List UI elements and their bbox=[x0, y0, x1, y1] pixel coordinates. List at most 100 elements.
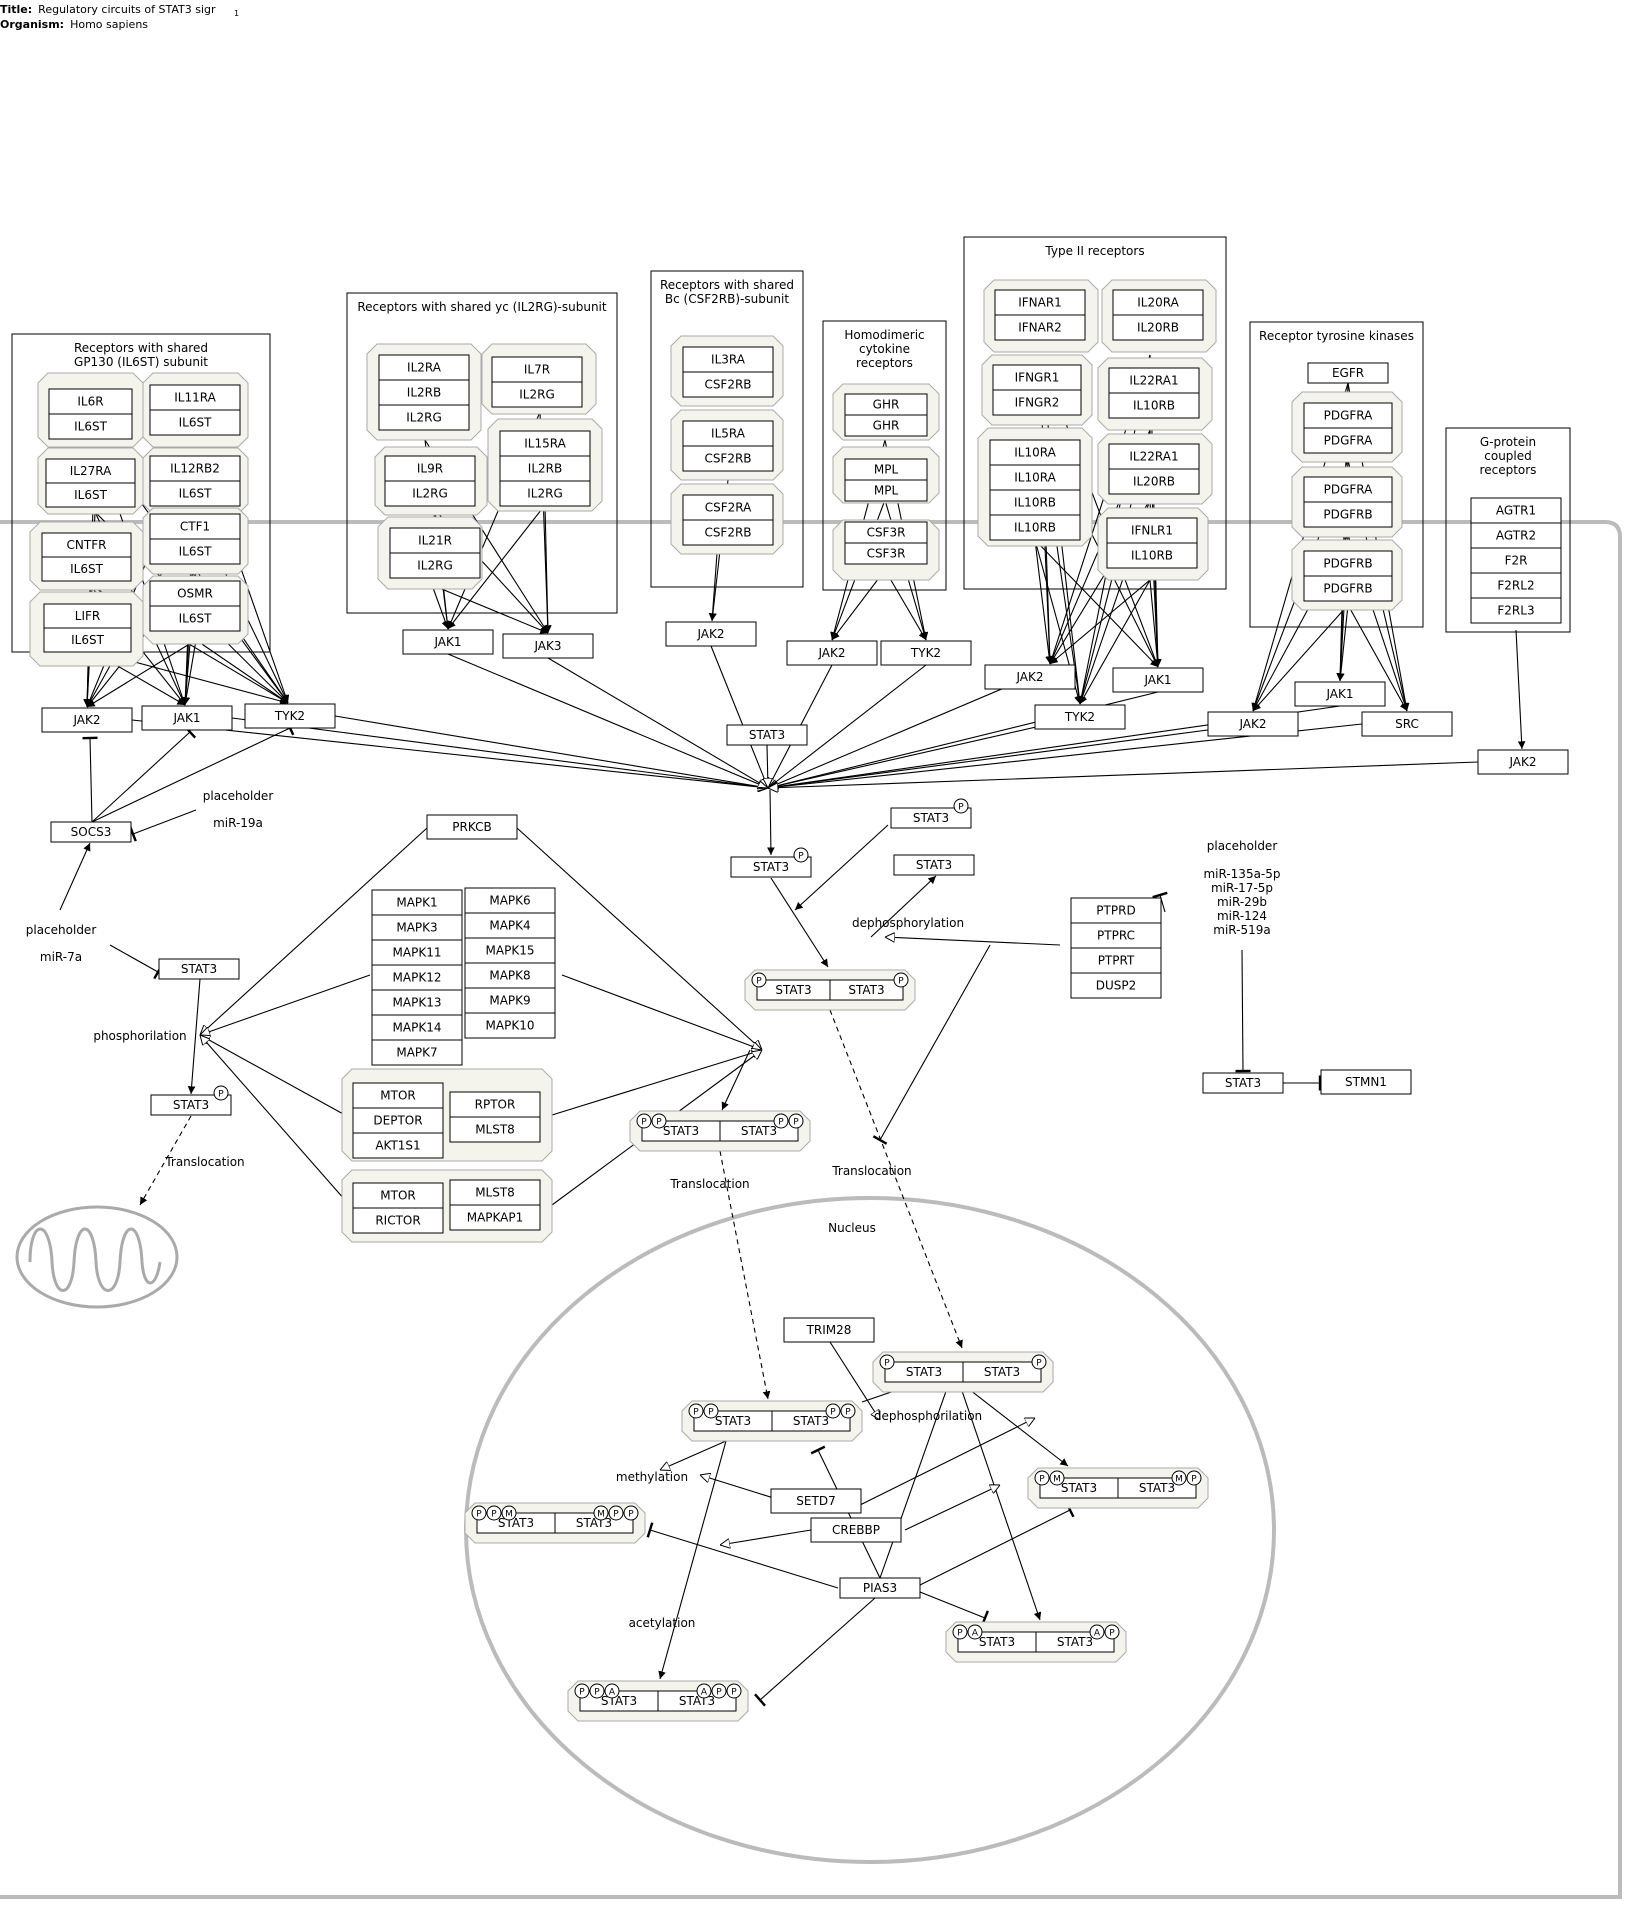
modification-A bbox=[967, 1624, 983, 1640]
protein-stmn1-label: STMN1 bbox=[1345, 1075, 1387, 1089]
protein-il6st-label: IL6ST bbox=[179, 612, 212, 626]
protein-mapk3 bbox=[371, 914, 463, 941]
protein-mapk10-label: MAPK10 bbox=[486, 1019, 535, 1033]
process-label: dephosphorilation bbox=[874, 1409, 982, 1423]
protein-csf3r bbox=[844, 542, 928, 565]
protein-il10rb-label: IL10RB bbox=[1014, 521, 1056, 535]
modification-label: M bbox=[1175, 1475, 1183, 1485]
protein-il20ra-label: IL20RA bbox=[1137, 296, 1179, 310]
interaction-edge bbox=[658, 1440, 727, 1680]
modification-P bbox=[486, 1505, 502, 1521]
node-jak2-f: JAK2 bbox=[1207, 711, 1299, 737]
protein-ptprt-label: PTPRT bbox=[1098, 954, 1135, 968]
interaction-edge bbox=[1034, 539, 1159, 668]
protein-osmr-label: OSMR bbox=[177, 587, 213, 601]
protein-trim28-label: TRIM28 bbox=[806, 1323, 852, 1337]
interaction-edge bbox=[720, 1529, 812, 1545]
protein-jak2 bbox=[786, 640, 878, 666]
modification-P bbox=[574, 1683, 590, 1699]
protein-egfr-label: EGFR bbox=[1332, 366, 1364, 380]
interaction-edge bbox=[86, 639, 197, 708]
protein-ptprd-label: PTPRD bbox=[1096, 904, 1135, 918]
nodes-layer: IL6RIL6STIL11RAIL6STIL27RAIL6STIL12RB2IL… bbox=[29, 279, 1569, 1722]
protein-stat3-label: STAT3 bbox=[181, 962, 217, 976]
modification-P bbox=[711, 1683, 727, 1699]
modification-P bbox=[952, 1624, 968, 1640]
mirna-label: miR-19a bbox=[213, 816, 263, 830]
group-label: cytokine bbox=[859, 342, 910, 356]
protein-il2rb bbox=[499, 455, 591, 482]
title-label: Title: bbox=[0, 3, 33, 16]
group-g-homo bbox=[822, 320, 947, 591]
protein-csf2ra bbox=[682, 494, 774, 521]
protein-dusp2-label: DUSP2 bbox=[1096, 979, 1137, 993]
group-g-gpcr bbox=[1445, 427, 1571, 633]
interaction-edge bbox=[551, 1050, 762, 1116]
node-pias3: PIAS3 bbox=[839, 1577, 921, 1599]
protein-cntfr-label: CNTFR bbox=[67, 538, 107, 552]
interaction-edge bbox=[753, 1597, 876, 1707]
interaction-edge bbox=[767, 789, 775, 856]
interaction-edge bbox=[200, 974, 371, 1035]
protein-il27ra bbox=[45, 458, 136, 484]
protein-stat3-label: STAT3 bbox=[916, 858, 952, 872]
protein-il2ra-label: IL2RA bbox=[407, 361, 442, 375]
group-g-type2 bbox=[963, 236, 1227, 590]
protein-il7r bbox=[491, 356, 583, 383]
protein-tyk2 bbox=[244, 703, 336, 729]
protein-jak2-label: JAK2 bbox=[1015, 670, 1043, 684]
protein-ptprc bbox=[1070, 922, 1162, 949]
protein-src-label: SRC bbox=[1395, 717, 1419, 731]
protein-stat3-label: STAT3 bbox=[679, 1694, 715, 1708]
protein-mapk13 bbox=[371, 989, 463, 1016]
interaction-edge bbox=[431, 584, 449, 630]
interaction-edge bbox=[195, 639, 289, 704]
protein-egfr bbox=[1307, 362, 1389, 384]
protein-f2rl3 bbox=[1470, 597, 1562, 624]
group-label: Receptors with shared yc (IL2RG)-subunit bbox=[357, 300, 607, 314]
placeholder-label: placeholder bbox=[203, 789, 274, 803]
protein-ifngr2 bbox=[992, 389, 1082, 416]
modification-label: P bbox=[1036, 1359, 1042, 1369]
protein-il2rg bbox=[389, 552, 481, 579]
protein-stat3 bbox=[1202, 1072, 1284, 1094]
protein-il6st-label: IL6ST bbox=[71, 633, 104, 647]
protein-mapk9 bbox=[464, 987, 556, 1014]
node-jak2-g: JAK2 bbox=[1477, 749, 1569, 775]
interaction-edge bbox=[768, 664, 927, 788]
group-label: Type II receptors bbox=[1044, 244, 1144, 258]
interaction-edge bbox=[884, 569, 927, 641]
interaction-edge bbox=[1336, 604, 1349, 682]
interaction-edge bbox=[870, 875, 937, 938]
modification-label: P bbox=[958, 803, 964, 813]
protein-setd7-label: SETD7 bbox=[796, 1494, 835, 1508]
mitochondrion-cristae bbox=[28, 1227, 162, 1292]
protein-mapk11-label: MAPK11 bbox=[393, 946, 442, 960]
protein-stat3 bbox=[150, 1094, 232, 1116]
modification-label: P bbox=[793, 1118, 799, 1128]
protein-prkcb-label: PRKCB bbox=[452, 820, 491, 834]
protein-csf2ra-label: CSF2RA bbox=[705, 501, 752, 515]
modification-P bbox=[589, 1683, 605, 1699]
interaction-edge bbox=[516, 827, 762, 1050]
protein-il20rb-label: IL20RB bbox=[1133, 475, 1175, 489]
process-label: Translocation bbox=[164, 1155, 244, 1169]
protein-il21r bbox=[389, 527, 481, 554]
interaction-edge bbox=[767, 744, 768, 788]
process-label: acetylation bbox=[629, 1616, 696, 1630]
modification-label: P bbox=[641, 1118, 647, 1128]
protein-pias3-label: PIAS3 bbox=[863, 1581, 897, 1595]
protein-il6st bbox=[149, 538, 241, 565]
modification-P bbox=[825, 1403, 841, 1419]
protein-mlst8 bbox=[449, 1116, 541, 1143]
node-setd7: SETD7 bbox=[770, 1488, 862, 1514]
